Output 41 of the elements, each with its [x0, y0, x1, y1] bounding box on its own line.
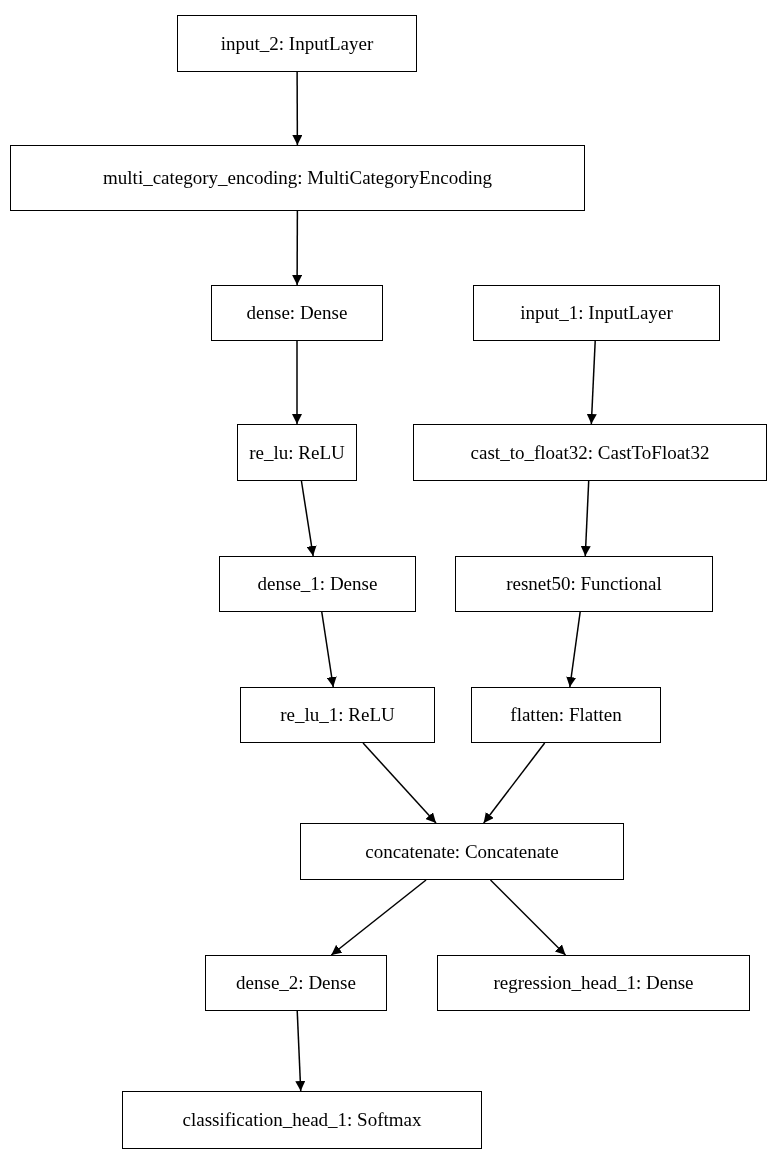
arrow	[330, 879, 427, 956]
layer-label: input_2: InputLayer	[220, 32, 374, 55]
layer-label: re_lu: ReLU	[249, 441, 345, 464]
layer-box	[219, 556, 416, 612]
arrow	[580, 480, 591, 557]
arrow	[295, 1010, 306, 1092]
layer-label: dense: Dense	[246, 302, 348, 324]
arrow	[482, 742, 546, 824]
layer-label: re_lu_1: ReLU	[280, 704, 395, 726]
arrow	[566, 611, 581, 688]
layer-label: classification_head_1: Softmax	[182, 1109, 422, 1131]
layer-box	[471, 687, 661, 743]
layer-label: dense_1: Dense	[257, 573, 378, 595]
layer-label: flatten: Flatten	[510, 704, 622, 726]
layer-label: multi_category_encoding: MultiCategoryEncoding	[103, 167, 492, 189]
layer-box	[205, 955, 387, 1011]
layer-label: resnet50: Functional	[506, 573, 662, 595]
layer-box	[473, 285, 720, 341]
layer-box	[240, 687, 435, 743]
arrow	[489, 879, 567, 956]
layer-label: regression_head_1: Dense	[493, 972, 694, 994]
layer-box	[300, 823, 624, 880]
arrow	[362, 742, 437, 824]
layer-box	[177, 15, 417, 72]
layer-label: dense_2: Dense	[236, 972, 356, 994]
layer-label: input_1: InputLayer	[520, 302, 673, 324]
layer-box	[437, 955, 750, 1011]
arrow	[321, 611, 337, 688]
layer-label: cast_to_float32: CastToFloat32	[470, 441, 710, 464]
arrow	[292, 71, 303, 146]
layer-box	[413, 424, 767, 481]
layer-label: concatenate: Concatenate	[365, 840, 559, 863]
layer-box	[455, 556, 713, 612]
arrow	[292, 340, 302, 425]
arrow	[300, 480, 317, 557]
arrow	[586, 340, 597, 425]
layer-box	[211, 285, 383, 341]
layer-box	[122, 1091, 482, 1149]
layer-box	[237, 424, 357, 481]
layer-box	[10, 145, 585, 211]
arrow	[292, 210, 303, 286]
